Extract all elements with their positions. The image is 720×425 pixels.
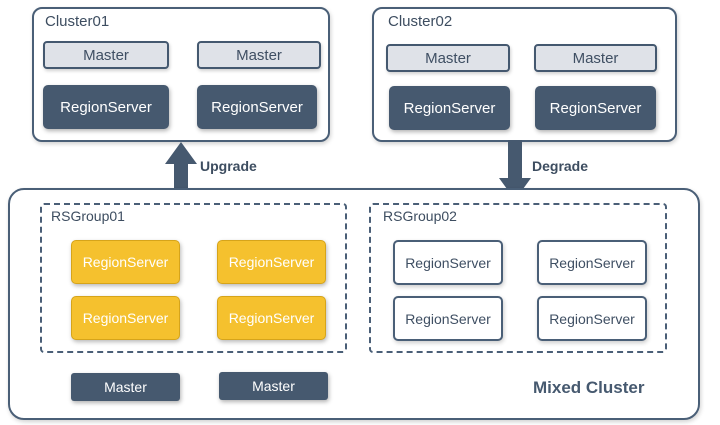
cluster01-box: Cluster01 Master Master RegionServer Reg… [32, 7, 330, 142]
degrade-label: Degrade [532, 158, 589, 174]
cluster01-master-2: Master [197, 41, 321, 69]
rsgroup02-regionserver-2: RegionServer [537, 240, 647, 285]
cluster01-regionserver-1: RegionServer [43, 85, 169, 129]
cluster02-box: Cluster02 Master Master RegionServer Reg… [372, 7, 677, 142]
cluster01-master-1: Master [43, 41, 169, 69]
rsgroup01-regionserver-2: RegionServer [217, 240, 326, 284]
rsgroup02-regionserver-4: RegionServer [537, 296, 647, 341]
rsgroup02-title: RSGroup02 [383, 208, 457, 224]
rsgroup01-regionserver-4: RegionServer [217, 296, 326, 340]
rsgroup01-regionserver-3: RegionServer [71, 296, 180, 340]
upgrade-label: Upgrade [200, 158, 257, 174]
cluster02-regionserver-2: RegionServer [535, 86, 656, 130]
cluster02-master-1: Master [386, 44, 510, 72]
mixed-cluster-label: Mixed Cluster [533, 378, 645, 397]
rsgroup01-regionserver-1: RegionServer [71, 240, 180, 284]
rsgroup01-box: RSGroup01 RegionServer RegionServer Regi… [40, 203, 347, 353]
cluster01-regionserver-2: RegionServer [197, 85, 317, 129]
cluster02-regionserver-1: RegionServer [389, 86, 510, 130]
mixed-master-1: Master [71, 373, 180, 401]
rsgroup02-regionserver-1: RegionServer [393, 240, 503, 285]
cluster02-title: Cluster02 [388, 13, 453, 30]
mixed-cluster-box: RSGroup01 RegionServer RegionServer Regi… [8, 188, 700, 420]
mixed-master-2: Master [219, 372, 328, 400]
cluster02-master-2: Master [534, 44, 657, 72]
upgrade-arrow-icon [165, 142, 197, 204]
rsgroup02-regionserver-3: RegionServer [393, 296, 503, 341]
rsgroup01-title: RSGroup01 [51, 208, 125, 224]
degrade-arrow-icon [499, 140, 531, 200]
rsgroup02-box: RSGroup02 RegionServer RegionServer Regi… [369, 203, 667, 353]
cluster01-title: Cluster01 [45, 13, 110, 30]
